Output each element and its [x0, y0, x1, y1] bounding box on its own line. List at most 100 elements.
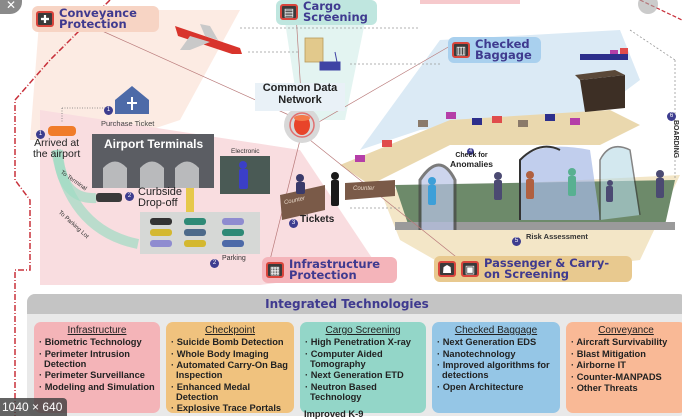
callout-checked-baggage: ▥ Checked Baggage — [448, 37, 541, 63]
panel-title: Checked Baggage — [454, 325, 538, 336]
panel-title: Cargo Screening — [325, 325, 401, 336]
panel-item: Neutron Based Technology — [304, 382, 422, 402]
panel-item: High Penetration X-ray — [304, 337, 422, 347]
panel-item: Airborne IT — [570, 360, 682, 370]
risk-assessment-label: Risk Assessment — [526, 232, 588, 241]
panel-item: Modeling and Simulation — [38, 382, 156, 392]
baggage-conveyor — [340, 110, 640, 185]
cut-off-callout — [420, 0, 520, 4]
callout-label: Conveyance Protection — [59, 6, 137, 31]
scanner-arch — [418, 163, 457, 230]
panel-item: Biometric Technology — [38, 337, 156, 347]
ticket-counter-1 — [280, 185, 325, 220]
curbside-dropoff-label: Curbside Drop-off — [138, 186, 183, 209]
carry-on-bag-icon: ▣ — [461, 261, 479, 277]
portal-tunnel — [520, 146, 600, 220]
callout-label: Checked Baggage — [475, 37, 532, 62]
floor-edge — [395, 222, 675, 230]
panel-item: Enhanced Medal Detection — [170, 382, 290, 402]
airplane-plus-icon: ✚ — [36, 11, 54, 27]
arrived-step-number: 1 — [36, 126, 45, 144]
curbside-step-number: 2 — [125, 188, 134, 206]
portal-frame-2 — [599, 145, 641, 220]
panel-title: Infrastructure — [67, 325, 127, 336]
panel-item: Automated Carry-On Bag Inspection — [170, 360, 290, 380]
passenger-icon: ☗ — [438, 261, 456, 277]
airport-terminals-label: Airport Terminals — [104, 137, 204, 151]
top-right-circle — [638, 0, 658, 14]
panel-item: Whole Body Imaging — [170, 349, 290, 359]
tickets-label: Tickets — [300, 214, 335, 225]
panel-title: Checkpoint — [204, 325, 256, 336]
panel-item: Other Threats — [570, 383, 682, 393]
panel-item: Open Architecture — [436, 382, 556, 392]
panel-item: Counter-MANPADS — [570, 372, 682, 382]
callout-label: Infrastructure Protection — [289, 257, 381, 282]
check-step-number: 4 — [467, 143, 474, 161]
tech-panel-checked-baggage: Checked Baggage Next Generation EDS Nano… — [432, 322, 560, 413]
integrated-technologies-title: Integrated Technologies — [265, 297, 429, 311]
parked-cars — [150, 218, 244, 247]
network-label-bg — [255, 83, 345, 111]
panel-item: Suicide Bomb Detection — [170, 337, 290, 347]
baggage-tunnel — [580, 75, 625, 112]
baggage-cart — [580, 54, 628, 60]
panel-item: Aircraft Survivability — [570, 337, 682, 347]
ticket-counter-2 — [345, 180, 395, 200]
callout-cargo-screening: ▤ Cargo Screening — [276, 0, 377, 25]
panel-item: Perimeter Intrusion Detection — [38, 349, 156, 369]
security-perimeter-line — [14, 0, 111, 416]
arrived-at-airport-label: Arrived at the airport — [33, 137, 81, 160]
check-for-anomalies-label: Check for Anomalies — [450, 152, 493, 169]
common-data-network-label: Common Data Network — [255, 82, 345, 106]
panel-item: Perimeter Surveillance — [38, 370, 156, 380]
forklift-icon — [319, 51, 341, 71]
tech-panel-checkpoint: Checkpoint Suicide Bomb Detection Whole … — [166, 322, 294, 413]
callout-label: Passenger & Carry-on Screening — [484, 256, 610, 281]
close-button[interactable]: ✕ — [0, 0, 22, 14]
counter-label-2: Counter — [353, 186, 375, 192]
cargo-boxes — [304, 37, 324, 63]
panel-item: Improved algorithms for detections — [436, 360, 556, 380]
parking-step-number: 2 — [210, 255, 219, 273]
panel-item: Next Generation ETD — [304, 370, 422, 380]
panel-title: Conveyance — [598, 325, 654, 336]
forklift-box-icon: ▤ — [280, 4, 298, 20]
image-dimensions-badge: 1040 × 640 — [0, 398, 68, 416]
passenger-figures — [494, 170, 664, 202]
building-icon: ▦ — [266, 262, 284, 278]
tech-panel-infrastructure: Infrastructure Biometric Technology Peri… — [34, 322, 160, 413]
callout-infrastructure-protection: ▦ Infrastructure Protection — [262, 257, 397, 283]
callout-conveyance-protection: ✚ Conveyance Protection — [32, 6, 159, 32]
flow-arrows — [240, 27, 676, 209]
curbside-car-icon — [96, 193, 122, 202]
portal-frame — [519, 145, 561, 220]
close-icon: ✕ — [5, 0, 17, 12]
purchase-ticket-label: Purchase Ticket — [101, 119, 155, 128]
airplane-icon — [175, 24, 242, 54]
callout-label: Cargo Screening — [303, 0, 368, 24]
walkway — [186, 188, 194, 212]
integrated-technologies-header — [27, 294, 682, 314]
panel-extra-item: Improved K-9 — [304, 409, 364, 419]
boarding-label: BOARDING — [672, 120, 679, 159]
risk-step-number: 5 — [512, 233, 521, 251]
network-label-line1: Common Data — [262, 82, 338, 94]
baggage-zone — [360, 30, 640, 150]
integrated-technologies-section: Integrated Technologies Infrastructure B… — [27, 294, 682, 419]
boarding-step-number: 6 — [667, 108, 676, 126]
panel-item: Explosive Trace Portals — [170, 403, 290, 413]
luggage-items — [355, 48, 628, 162]
panel-item: Nanotechnology — [436, 349, 556, 359]
callout-passenger-screening: ☗ ▣ Passenger & Carry-on Screening — [434, 256, 632, 282]
tickets-step-number: 3 — [289, 215, 298, 233]
purchase-ticket-step-number: 1 — [104, 102, 113, 120]
arrival-car-icon — [48, 126, 76, 136]
electronic-label: Electronic — [231, 148, 260, 155]
tech-panel-conveyance: Conveyance Aircraft Survivability Blast … — [566, 322, 682, 413]
panel-item: Computer Aided Tomography — [304, 349, 422, 369]
tech-panel-cargo-screening: Cargo Screening High Penetration X-ray C… — [300, 322, 426, 419]
parking-label: Parking — [222, 255, 246, 262]
baggage-scanner-icon: ▥ — [452, 42, 470, 58]
